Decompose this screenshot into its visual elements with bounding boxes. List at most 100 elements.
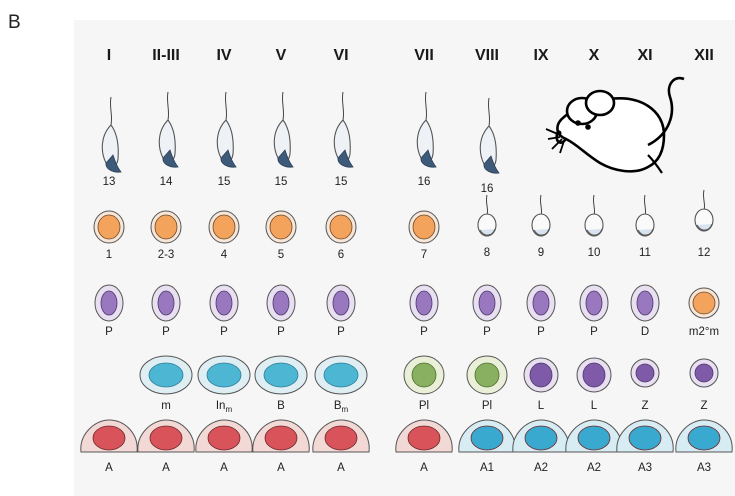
stage-header: VII: [414, 47, 434, 64]
intermediate-label: Bm: [334, 400, 349, 414]
spermatid-label: 15: [335, 176, 348, 188]
spermatogonium: [312, 419, 370, 453]
round-spermatid-label: 9: [538, 247, 544, 259]
round-spermatid: [150, 210, 182, 244]
spermatocyte-label: P: [220, 326, 228, 338]
mouse-icon: [545, 76, 685, 174]
spermatogonium: [252, 419, 310, 453]
spermatocyte-label: P: [337, 326, 345, 338]
intermediate-label: m: [161, 400, 171, 412]
spermatogonia-label: A: [162, 462, 170, 474]
spermatid-label: 16: [418, 176, 431, 188]
spermatocyte: [630, 284, 660, 322]
intermediate-label: Inm: [216, 400, 233, 414]
intermediate-label: B: [277, 400, 285, 412]
spermatid-label: 15: [275, 176, 288, 188]
round-spermatid-label: 12: [698, 247, 711, 259]
spermatocyte: [688, 287, 720, 319]
spermatogonium: [565, 419, 623, 453]
spermatocyte-label: P: [483, 326, 491, 338]
intermediate-label: Pl: [482, 400, 492, 412]
round-spermatid-capped: [584, 194, 604, 237]
round-spermatid: [265, 210, 297, 244]
round-spermatid: [325, 210, 357, 244]
round-spermatid-label: 10: [588, 247, 601, 259]
stage-header: V: [276, 47, 287, 64]
spermatogonium: [80, 419, 138, 453]
spermatogonia-label: A2: [534, 462, 548, 474]
round-spermatid-capped: [694, 189, 714, 232]
stage-header: IX: [533, 47, 548, 64]
stage-header: VI: [333, 47, 348, 64]
intermediate-cell: [197, 355, 251, 395]
round-spermatid-capped: [477, 194, 497, 237]
stage-header: X: [589, 47, 600, 64]
spermatogonia-label: A: [420, 462, 428, 474]
intermediate-cell: [576, 357, 612, 393]
spermatocyte: [266, 284, 296, 322]
spermatogonia-label: A3: [638, 462, 652, 474]
spermatocyte: [472, 284, 502, 322]
spermatocyte-label: P: [162, 326, 170, 338]
round-spermatid-label: 11: [639, 247, 651, 259]
spermatogonium: [137, 419, 195, 453]
elongated-spermatid: [101, 96, 122, 173]
spermatocyte: [151, 284, 181, 322]
stage-header: IV: [216, 47, 231, 64]
spermatid-label: 15: [218, 176, 231, 188]
spermatogonium: [395, 419, 453, 453]
elongated-spermatid: [216, 91, 237, 168]
stage-header: XI: [637, 47, 652, 64]
spermatogonium: [195, 419, 253, 453]
spermatocyte: [579, 284, 609, 322]
spermatogonia-label: A: [277, 462, 285, 474]
round-spermatid-label: 5: [278, 249, 284, 261]
spermatid-label: 16: [481, 183, 494, 195]
spermatocyte-label: P: [277, 326, 285, 338]
round-spermatid-label: 7: [421, 249, 427, 261]
round-spermatid-label: 2-3: [158, 249, 175, 261]
intermediate-cell: [403, 355, 445, 395]
elongated-spermatid: [333, 91, 354, 168]
spermatocyte: [209, 284, 239, 322]
spermatogonium: [675, 419, 733, 453]
stage-header: XII: [694, 47, 714, 64]
spermatogonium: [512, 419, 570, 453]
round-spermatid-capped: [635, 194, 655, 237]
round-spermatid-label: 6: [338, 249, 344, 261]
spermatocyte-label: D: [641, 326, 649, 338]
round-spermatid-capped: [531, 194, 551, 237]
stage-header: VIII: [475, 47, 499, 64]
spermatogonium: [458, 419, 516, 453]
stage-header: I: [107, 47, 111, 64]
panel-letter: B: [8, 12, 21, 33]
spermatocyte: [526, 284, 556, 322]
spermatocyte-label: P: [590, 326, 598, 338]
intermediate-cell: [139, 355, 193, 395]
intermediate-label: L: [591, 400, 598, 412]
spermatogonia-label: A1: [480, 462, 494, 474]
elongated-spermatid: [479, 97, 500, 174]
intermediate-label: Pl: [419, 400, 429, 412]
spermatocyte-label: P: [105, 326, 113, 338]
intermediate-cell: [689, 358, 719, 388]
elongated-spermatid: [416, 91, 437, 168]
round-spermatid-label: 8: [484, 247, 490, 259]
spermatogonia-label: A3: [697, 462, 711, 474]
intermediate-label: Z: [641, 400, 648, 412]
spermatocyte: [94, 284, 124, 322]
stage-header: II-III: [152, 47, 180, 64]
spermatogonia-label: A: [105, 462, 113, 474]
intermediate-cell: [523, 357, 559, 393]
round-spermatid: [93, 210, 125, 244]
intermediate-label: Z: [700, 400, 707, 412]
intermediate-cell: [630, 358, 660, 388]
spermatid-label: 13: [103, 176, 116, 188]
round-spermatid-label: 1: [106, 249, 112, 261]
round-spermatid: [208, 210, 240, 244]
elongated-spermatid: [273, 91, 294, 168]
intermediate-label: L: [538, 400, 545, 412]
